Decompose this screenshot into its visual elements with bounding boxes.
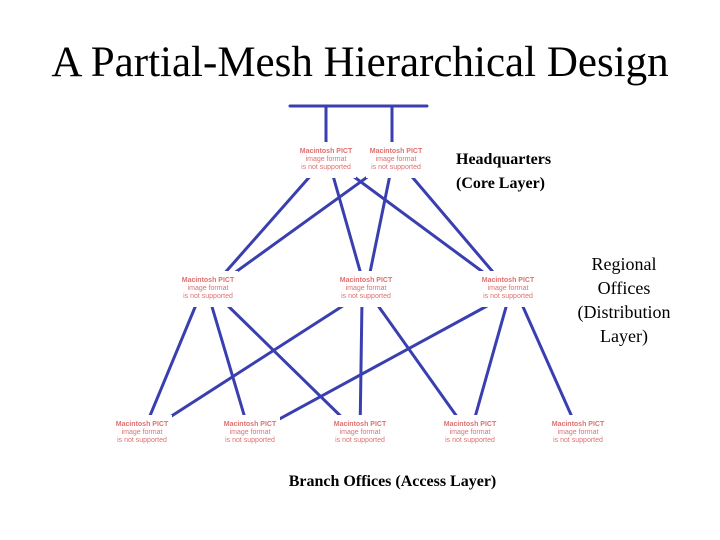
link-dist3-access4 — [468, 298, 510, 437]
placeholder-line-3: is not supported — [483, 293, 533, 300]
placeholder-line-3: is not supported — [117, 437, 167, 444]
slide-title: A Partial-Mesh Hierarchical Design — [51, 39, 669, 86]
access-router-2-placeholder: Macintosh PICT image format is not suppo… — [220, 415, 280, 451]
placeholder-line-2: image format — [187, 285, 229, 292]
link-dist1-access2 — [208, 298, 252, 437]
placeholder-line-1: Macintosh PICT — [369, 148, 423, 155]
link-dist1-access3 — [220, 298, 362, 437]
placeholder-line-2: image format — [339, 429, 381, 436]
link-core2-dist1 — [206, 163, 386, 294]
core-router-1-placeholder: Macintosh PICT image format is not suppo… — [296, 142, 356, 178]
link-core1-dist2 — [328, 163, 368, 294]
placeholder-line-2: image format — [557, 429, 599, 436]
placeholder-line-1: Macintosh PICT — [115, 421, 169, 428]
link-core1-dist1 — [206, 163, 322, 294]
link-dist3-access2 — [248, 298, 500, 437]
placeholder-line-3: is not supported — [445, 437, 495, 444]
placeholder-line-3: is not supported — [341, 293, 391, 300]
distribution-router-1-placeholder: Macintosh PICT image format is not suppo… — [178, 271, 238, 307]
placeholder-line-3: is not supported — [301, 164, 351, 171]
placeholder-line-1: Macintosh PICT — [339, 277, 393, 284]
access-layer-label: Branch Offices (Access Layer) — [288, 473, 497, 490]
network-links — [140, 104, 582, 437]
link-dist2-access3 — [358, 298, 364, 437]
placeholder-line-1: Macintosh PICT — [443, 421, 497, 428]
access-router-1-placeholder: Macintosh PICT image format is not suppo… — [112, 415, 172, 451]
placeholder-line-2: image format — [487, 285, 529, 292]
placeholder-line-2: image format — [305, 156, 347, 163]
link-dist3-access5 — [518, 298, 582, 437]
placeholder-line-2: image format — [345, 285, 387, 292]
distribution-router-2-placeholder: Macintosh PICT image format is not suppo… — [336, 271, 396, 307]
access-router-3-placeholder: Macintosh PICT image format is not suppo… — [330, 415, 390, 451]
placeholder-line-1: Macintosh PICT — [551, 421, 605, 428]
distribution-label-line-2: Offices — [597, 278, 651, 298]
core-layer-label: Headquarters (Core Layer) — [456, 148, 551, 196]
placeholder-line-2: image format — [449, 429, 491, 436]
link-dist2-access1 — [140, 298, 354, 437]
distribution-layer-label: Regional Offices (Distribution Layer) — [565, 252, 683, 348]
placeholder-line-1: Macintosh PICT — [333, 421, 387, 428]
access-router-4-placeholder: Macintosh PICT image format is not suppo… — [440, 415, 500, 451]
placeholder-line-2: image format — [121, 429, 163, 436]
placeholder-line-3: is not supported — [553, 437, 603, 444]
link-dist1-access1 — [140, 298, 200, 437]
core-router-2-placeholder: Macintosh PICT image format is not suppo… — [366, 142, 426, 178]
access-router-5-placeholder: Macintosh PICT image format is not suppo… — [548, 415, 608, 451]
distribution-label-line-3: (Distribution — [577, 302, 671, 322]
link-core1-dist3 — [336, 163, 512, 294]
link-core2-dist2 — [364, 163, 394, 294]
placeholder-line-1: Macintosh PICT — [299, 148, 353, 155]
placeholder-line-1: Macintosh PICT — [181, 277, 235, 284]
placeholder-line-3: is not supported — [183, 293, 233, 300]
core-label-line-2: (Core Layer) — [456, 175, 545, 192]
placeholder-line-3: is not supported — [371, 164, 421, 171]
placeholder-line-3: is not supported — [335, 437, 385, 444]
distribution-label-line-4: Layer) — [600, 326, 648, 346]
link-dist2-access4 — [372, 298, 472, 437]
placeholder-line-3: is not supported — [225, 437, 275, 444]
link-core2-dist3 — [400, 163, 512, 294]
placeholder-line-1: Macintosh PICT — [481, 277, 535, 284]
core-label-line-1: Headquarters — [456, 151, 552, 168]
distribution-router-3-placeholder: Macintosh PICT image format is not suppo… — [478, 271, 538, 307]
distribution-label-line-1: Regional — [591, 254, 657, 274]
placeholder-line-2: image format — [229, 429, 271, 436]
placeholder-line-2: image format — [375, 156, 417, 163]
placeholder-line-1: Macintosh PICT — [223, 421, 277, 428]
